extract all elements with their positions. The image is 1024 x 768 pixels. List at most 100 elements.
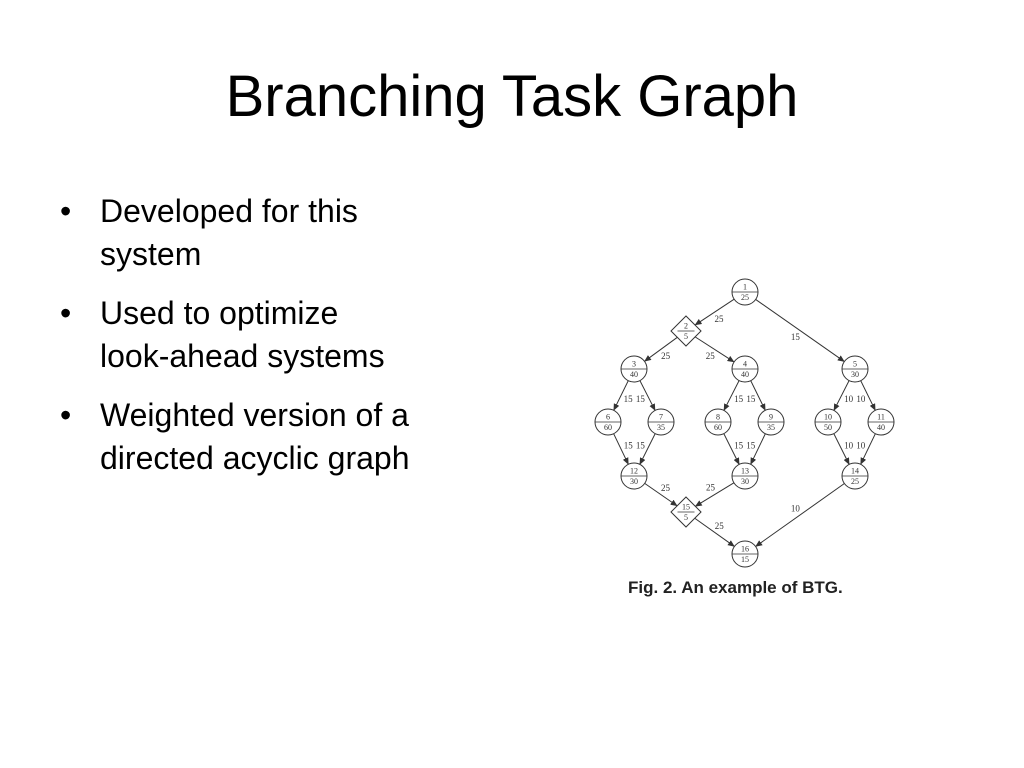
bullet-item: • Weighted version of a directed acyclic…	[60, 394, 510, 480]
slide-title: Branching Task Graph	[225, 64, 799, 129]
edge-line	[613, 433, 629, 465]
edge-line	[860, 433, 876, 465]
node-id-label: 1	[743, 283, 747, 292]
node-id-label: 11	[877, 413, 885, 422]
task-node: 935	[757, 408, 785, 436]
edge-line	[639, 433, 656, 465]
graph-edge: 25	[694, 336, 735, 363]
graph-edge: 10	[755, 483, 845, 547]
graph-edge: 15	[723, 380, 744, 411]
graph-edge: 25	[694, 482, 735, 507]
node-layer: 1252534044053066073586093510501140123013…	[594, 278, 895, 568]
bullet-marker: •	[60, 295, 72, 331]
bullet-line: system	[100, 236, 202, 272]
edge-line	[644, 336, 678, 362]
bullet-item: • Developed for this system	[60, 190, 510, 276]
graph-edge: 15	[746, 380, 766, 411]
bullet-line: look-ahead systems	[100, 338, 385, 374]
graph-edge: 15	[636, 433, 656, 465]
edge-weight-label: 10	[856, 441, 866, 451]
branch-node: 25	[670, 315, 702, 347]
edge-line	[723, 380, 740, 411]
node-weight-label: 40	[630, 370, 638, 379]
node-id-label: 15	[682, 503, 690, 512]
graph-edge: 10	[833, 433, 854, 465]
bullet-list: • Developed for this system • Used to op…	[60, 190, 510, 496]
edge-line	[694, 482, 735, 507]
node-id-label: 7	[659, 413, 663, 422]
edge-line	[833, 433, 850, 465]
graph-edge: 25	[694, 298, 735, 326]
task-node: 125	[731, 278, 759, 306]
node-weight-label: 25	[851, 477, 859, 486]
edge-line	[755, 483, 845, 547]
node-id-label: 2	[684, 322, 688, 331]
edge-weight-label: 15	[624, 441, 634, 451]
edge-line	[694, 336, 735, 363]
edge-line	[613, 380, 629, 411]
graph-edge: 10	[833, 380, 854, 411]
bullet-marker: •	[60, 397, 72, 433]
edge-line	[750, 433, 766, 465]
edge-line	[694, 298, 735, 326]
edge-weight-label: 25	[715, 314, 725, 324]
edge-line	[750, 380, 766, 411]
node-weight-label: 40	[877, 423, 885, 432]
bullet-item: • Used to optimize look-ahead systems	[60, 292, 510, 378]
edge-line	[833, 380, 850, 411]
node-weight-label: 35	[767, 423, 775, 432]
edge-line	[639, 380, 656, 411]
node-weight-label: 50	[824, 423, 832, 432]
graph-edge: 15	[613, 433, 634, 465]
node-weight-label: 5	[684, 332, 688, 341]
graph-edge: 15	[636, 380, 656, 411]
graph-edge: 15	[746, 433, 766, 465]
edge-weight-label: 15	[734, 394, 744, 404]
edge-line	[694, 517, 735, 547]
task-node: 860	[704, 408, 732, 436]
edge-weight-label: 15	[636, 440, 646, 450]
edge-weight-label: 25	[661, 483, 671, 493]
graph-edge: 15	[613, 380, 633, 411]
edge-weight-label: 15	[734, 440, 744, 450]
node-id-label: 14	[851, 467, 859, 476]
edge-line	[860, 380, 876, 411]
bullet-line: Used to optimize	[100, 295, 339, 331]
graph-edge: 10	[856, 433, 876, 465]
bullet-line: directed acyclic graph	[100, 440, 410, 476]
branch-node: 155	[670, 496, 702, 528]
edge-weight-label: 10	[844, 440, 854, 450]
figure-caption: Fig. 2. An example of BTG.	[628, 578, 843, 597]
node-id-label: 6	[606, 413, 610, 422]
node-id-label: 5	[853, 360, 857, 369]
edge-weight-label: 25	[661, 351, 671, 361]
edge-line	[644, 482, 678, 507]
bullet-marker: •	[60, 193, 72, 229]
node-weight-label: 60	[604, 423, 612, 432]
node-id-label: 16	[741, 545, 749, 554]
edge-weight-label: 10	[856, 394, 866, 404]
task-node: 530	[841, 355, 869, 383]
node-weight-label: 60	[714, 423, 722, 432]
edge-weight-label: 15	[791, 332, 801, 342]
edge-weight-label: 10	[844, 394, 854, 404]
graph-edge: 25	[644, 336, 678, 362]
graph-edge: 15	[723, 433, 744, 465]
node-weight-label: 5	[684, 513, 688, 522]
graph-edge: 15	[755, 299, 845, 362]
edge-line	[755, 299, 845, 362]
edge-weight-label: 10	[791, 503, 801, 513]
graph-edge: 25	[694, 517, 735, 547]
edge-weight-label: 15	[746, 394, 756, 404]
task-node: 440	[731, 355, 759, 383]
bullet-line: Developed for this	[100, 193, 358, 229]
